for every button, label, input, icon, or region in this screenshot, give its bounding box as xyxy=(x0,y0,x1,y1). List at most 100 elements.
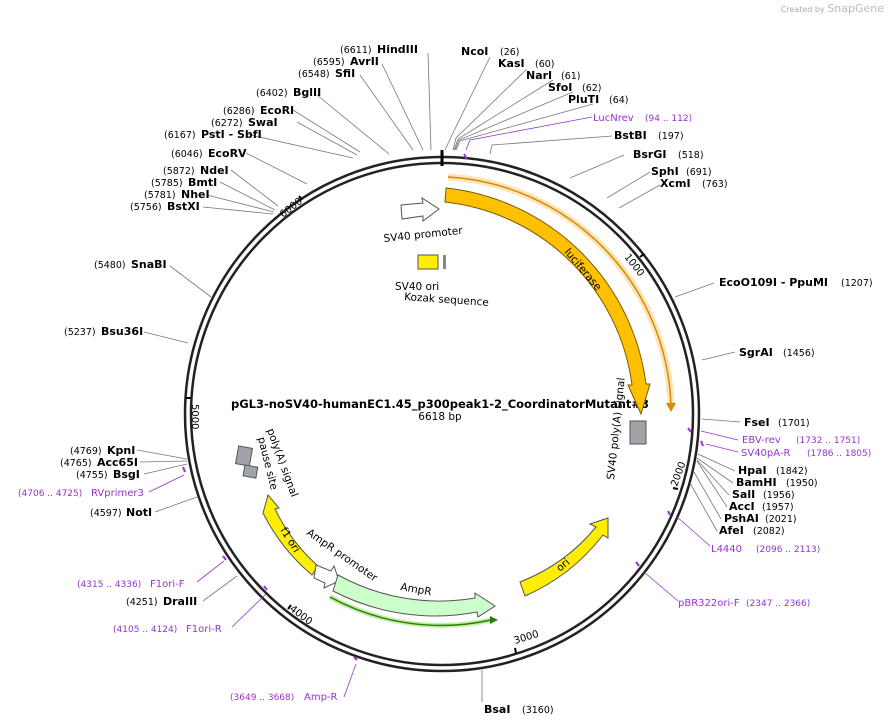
site-name-ncoi: NcoI xyxy=(461,45,488,58)
site-pos-hpai: (1842) xyxy=(776,466,808,477)
primer-name-f1ori-r: F1ori-R xyxy=(186,624,222,635)
site-name-bmti: BmtI xyxy=(188,176,217,189)
site-name-bsrgi: BsrGI xyxy=(633,148,666,161)
site-pos-nhei: (5781) xyxy=(144,190,176,201)
site-name-bsgi: BsgI xyxy=(113,468,140,481)
site-name-bamhi: BamHI xyxy=(736,476,777,489)
primer-range-lucnrev: (94 .. 112) xyxy=(645,114,692,124)
site-name-avrii: AvrII xyxy=(350,55,379,68)
site-name-kasi: KasI xyxy=(498,57,525,70)
primer-name-rvprimer3: RVprimer3 xyxy=(91,488,144,499)
ampr-strand-arrowhead xyxy=(490,616,498,624)
primer-name-pbr322ori-f: pBR322ori-F xyxy=(678,598,740,609)
site-name-nari: NarI xyxy=(526,69,552,82)
site-pos-nari: (61) xyxy=(561,71,581,82)
feature-label-sv40-promoter: SV40 promoter xyxy=(383,225,464,245)
sv40-polya-box xyxy=(629,420,647,445)
watermark-prefix: Created by xyxy=(780,5,825,14)
site-name-pshai: PshAI xyxy=(724,512,759,525)
site-name-xcmi: XcmI xyxy=(660,177,691,190)
site-name-hindiii: HindIII xyxy=(377,43,418,56)
primer-markers xyxy=(182,153,704,661)
site-pos-snabi: (5480) xyxy=(94,260,126,271)
site-name-nhei: NheI xyxy=(181,188,210,201)
luciferase-arrow xyxy=(444,187,651,416)
site-name-hpai: HpaI xyxy=(738,464,767,477)
primer-range-rvprimer3: (4706 .. 4725) xyxy=(18,489,82,499)
site-pos-bsrgi: (518) xyxy=(678,150,704,161)
site-name-snabi: SnaBI xyxy=(131,258,167,271)
site-pos-psti: (6167) xyxy=(164,130,196,141)
primer-name-f1ori-f: F1ori-F xyxy=(150,579,185,590)
site-pos-kpni: (4769) xyxy=(70,446,102,457)
site-name-kpni: KpnI xyxy=(107,444,135,457)
site-leader-lines xyxy=(136,52,741,702)
site-name-bglii: BglII xyxy=(293,86,321,99)
primer-name-l4440: L4440 xyxy=(711,544,742,555)
primer-range-sv40pa-r: (1786 .. 1805) xyxy=(807,449,871,459)
site-pos-xcmi: (763) xyxy=(702,179,728,190)
site-pos-fsei: (1701) xyxy=(778,418,810,429)
polya-signal-box xyxy=(234,445,254,467)
feature-label-sv40-polya: SV40 poly(A) signal xyxy=(605,377,628,480)
site-pos-ndei: (5872) xyxy=(163,166,195,177)
tick-marks xyxy=(186,195,679,654)
primer-range-ebv-rev: (1732 .. 1751) xyxy=(796,436,860,446)
primer-name-sv40pa-r: SV40pA-R xyxy=(741,448,790,459)
feature-label-sv40-ori: SV40 ori xyxy=(395,281,439,293)
feature-label-ampr: AmpR xyxy=(399,581,432,598)
site-name-ecorv: EcoRV xyxy=(208,147,247,160)
primer-range-f1ori-r: (4105 .. 4124) xyxy=(113,625,177,635)
site-name-swai: SwaI xyxy=(248,116,278,129)
primer-range-amp-r: (3649 .. 3668) xyxy=(230,693,294,703)
site-name-sphi: SphI xyxy=(651,165,679,178)
site-name-psti: PstI - SbfI xyxy=(201,128,262,141)
plasmid-name: pGL3-noSV40-humanEC1.45_p300peak1-2_Coor… xyxy=(231,397,649,412)
kozak-marker xyxy=(443,255,446,269)
site-name-sali: SalI xyxy=(732,488,755,501)
ori-arrow xyxy=(519,517,609,597)
site-pos-ecori: (6286) xyxy=(223,106,255,117)
site-name-acci: AccI xyxy=(729,500,755,513)
site-name-fsei: FseI xyxy=(744,416,770,429)
site-pos-ncoi: (26) xyxy=(500,47,520,58)
site-pos-noti: (4597) xyxy=(90,508,122,519)
site-pos-sfoi: (62) xyxy=(582,83,602,94)
pause-site-box xyxy=(242,464,259,479)
sv40-promoter-arrow xyxy=(400,196,440,222)
site-pos-draiii: (4251) xyxy=(126,597,158,608)
site-pos-bamhi: (1950) xyxy=(786,478,818,489)
site-name-afei: AfeI xyxy=(719,524,744,537)
site-pos-sfii: (6548) xyxy=(298,69,330,80)
site-pos-bstbi: (197) xyxy=(658,131,684,142)
site-name-pluti: PluTI xyxy=(568,93,599,106)
site-pos-afei: (2082) xyxy=(753,526,785,537)
snapgene-watermark: Created by SnapGene xyxy=(781,2,884,15)
site-name-acc65i: Acc65I xyxy=(97,456,138,469)
site-name-sfoi: SfoI xyxy=(548,81,572,94)
primer-leader-lines xyxy=(148,116,739,698)
primer-range-f1ori-f: (4315 .. 4336) xyxy=(77,580,141,590)
site-name-bsu36i: Bsu36I xyxy=(101,325,143,338)
tick-label-6000: 6000 xyxy=(278,196,305,220)
site-pos-acci: (1957) xyxy=(762,502,794,513)
feature-label-kozak: Kozak sequence xyxy=(404,291,489,309)
luciferase-strand-line xyxy=(447,176,672,406)
site-pos-bstxi: (5756) xyxy=(130,202,162,213)
site-pos-acc65i: (4765) xyxy=(60,458,92,469)
site-pos-kasi: (60) xyxy=(535,59,555,70)
ampr-arrow xyxy=(332,574,496,618)
ampr-promoter-arrow xyxy=(313,564,340,589)
site-pos-sphi: (691) xyxy=(686,167,712,178)
site-name-bstxi: BstXI xyxy=(167,200,200,213)
primer-name-ebv-rev: EBV-rev xyxy=(742,435,781,446)
site-pos-pshai: (2021) xyxy=(765,514,797,525)
primer-name-amp-r: Amp-R xyxy=(304,692,338,703)
site-name-ecoo109i: EcoO109I - PpuMI xyxy=(719,276,828,289)
site-name-sgrai: SgrAI xyxy=(739,346,773,359)
site-pos-ecorv: (6046) xyxy=(171,149,203,160)
ampr-strand-line xyxy=(329,596,492,627)
site-name-bstbi: BstBI xyxy=(614,129,647,142)
watermark-name: SnapGene xyxy=(827,2,884,15)
